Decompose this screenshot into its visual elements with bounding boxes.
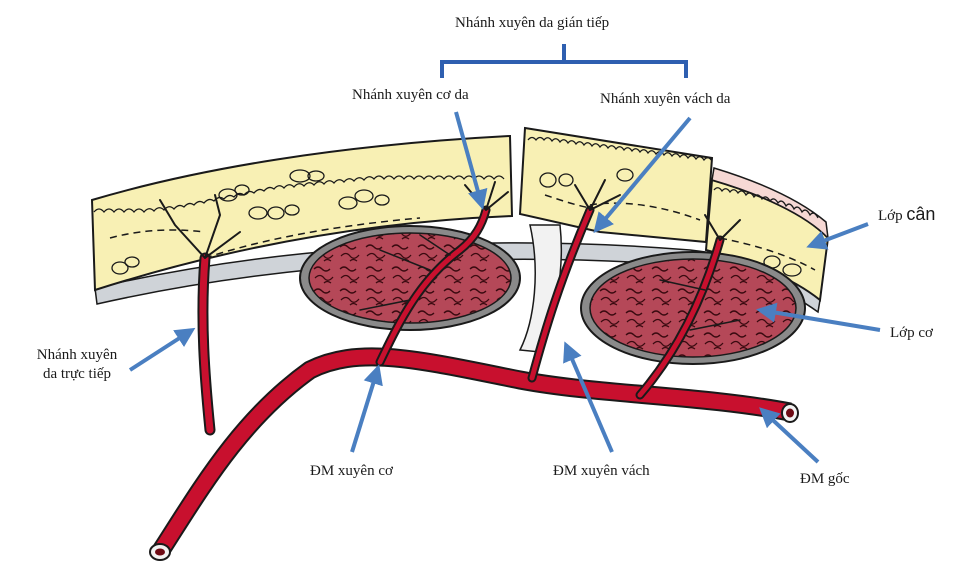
label-fascia-word: cân <box>906 204 935 224</box>
arrow-muscle-perforator <box>352 368 378 452</box>
label-indirect-group: Nhánh xuyên da gián tiếp <box>455 14 609 33</box>
arrow-direct-cutaneous <box>130 330 192 370</box>
label-source-artery: ĐM gốc <box>800 470 850 489</box>
label-direct-line2: da trực tiếp <box>22 365 132 384</box>
label-fascia-prefix: Lớp <box>878 208 906 224</box>
label-direct-line1: Nhánh xuyên <box>22 346 132 365</box>
label-septocutaneous: Nhánh xuyên vách da <box>600 90 730 109</box>
label-direct-cutaneous: Nhánh xuyên da trực tiếp <box>22 346 132 384</box>
label-fascia-layer: Lớp cân <box>878 205 935 226</box>
label-muscle-perforator-artery: ĐM xuyên cơ <box>310 462 393 481</box>
label-muscle-layer: Lớp cơ <box>890 324 933 343</box>
muscle-left <box>300 226 520 330</box>
indirect-bracket <box>442 44 686 78</box>
label-musculocutaneous: Nhánh xuyên cơ da <box>352 86 469 105</box>
label-septal-perforator-artery: ĐM xuyên vách <box>553 462 650 481</box>
source-artery <box>150 357 798 560</box>
